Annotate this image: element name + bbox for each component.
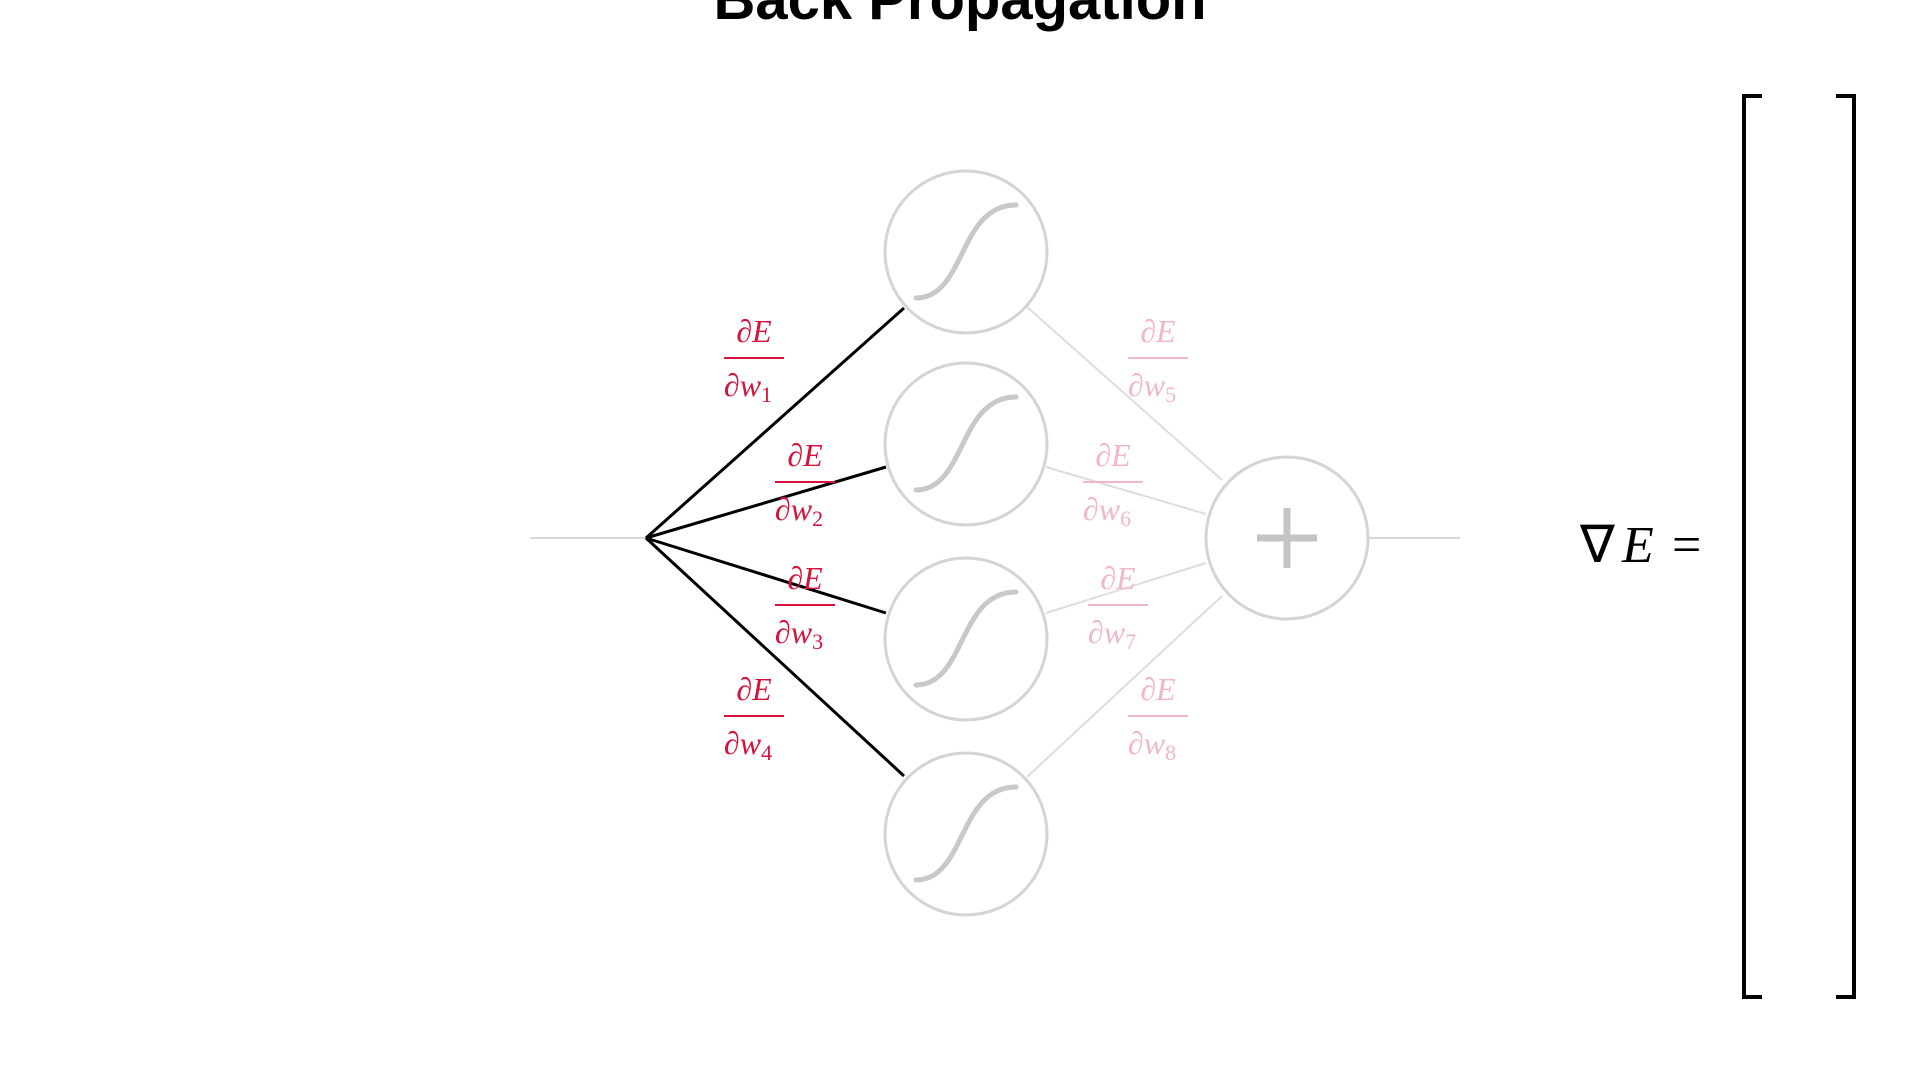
output-node (1204, 455, 1370, 621)
plus-icon (1257, 508, 1317, 568)
svg-text:∂w3: ∂w3 (775, 614, 823, 654)
svg-text:∂E: ∂E (1100, 560, 1136, 596)
svg-text:∂w5: ∂w5 (1128, 367, 1176, 407)
right-bracket (1836, 94, 1856, 999)
gradient-label-w5: ∂E ∂w5 (1128, 313, 1188, 407)
svg-text:∂w4: ∂w4 (724, 725, 772, 765)
gradient-label-w1: ∂E ∂w1 (724, 313, 784, 407)
gradient-label-w2: ∂E ∂w2 (775, 437, 835, 531)
error-symbol: E (1621, 517, 1654, 574)
edge-w6 (1045, 466, 1207, 515)
svg-text:∂w6: ∂w6 (1083, 491, 1131, 531)
gradient-equation: ∇ E = (1579, 517, 1701, 574)
svg-text:∂w7: ∂w7 (1088, 614, 1136, 654)
gradient-label-w4: ∂E ∂w4 (724, 671, 784, 765)
svg-text:∂E: ∂E (1095, 437, 1131, 473)
sigmoid-icon (913, 784, 1019, 883)
svg-text:∂w8: ∂w8 (1128, 725, 1176, 765)
svg-text:∂E: ∂E (787, 560, 823, 596)
sigmoid-icon (913, 394, 1019, 493)
svg-text:∂E: ∂E (787, 437, 823, 473)
nabla-symbol: ∇ (1579, 517, 1615, 574)
hidden-node-4 (883, 751, 1049, 917)
edge-w1 (645, 306, 905, 540)
svg-text:∂w1: ∂w1 (724, 367, 772, 407)
gradient-label-w7: ∂E ∂w7 (1088, 560, 1148, 654)
gradient-label-w3: ∂E ∂w3 (775, 560, 835, 654)
svg-text:∂E: ∂E (1140, 671, 1176, 707)
svg-text:∂E: ∂E (736, 313, 772, 349)
hidden-node-2 (883, 361, 1049, 527)
page-title: Back Propagation (0, 0, 1920, 33)
hidden-node-3 (883, 556, 1049, 722)
edge-w8 (1026, 595, 1223, 778)
svg-text:∂E: ∂E (1140, 313, 1176, 349)
edge-w2 (645, 465, 887, 540)
edge-w5 (1026, 306, 1223, 481)
hidden-node-1 (883, 169, 1049, 335)
sigmoid-icon (913, 589, 1019, 688)
left-bracket (1742, 94, 1762, 999)
sigmoid-icon (913, 202, 1019, 301)
gradient-label-w6: ∂E ∂w6 (1083, 437, 1143, 531)
edge-w4 (644, 536, 906, 778)
svg-text:∂w2: ∂w2 (775, 491, 823, 531)
edge-w7 (1045, 562, 1207, 614)
edge-w3 (645, 536, 887, 615)
svg-text:∂E: ∂E (736, 671, 772, 707)
gradient-label-w8: ∂E ∂w8 (1128, 671, 1188, 765)
equals-symbol: = (1672, 517, 1701, 574)
